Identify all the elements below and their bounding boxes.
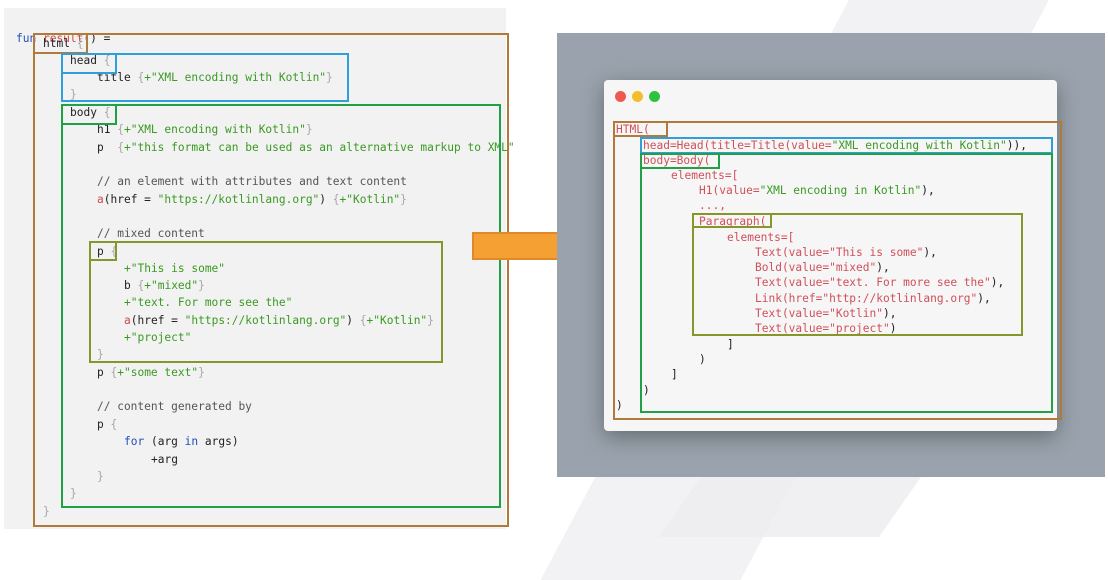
code-bold-mixed: Bold(value="mixed"), xyxy=(755,261,890,274)
code-close-body: ) xyxy=(643,384,650,397)
code-line-title: title {+"XML encoding with Kotlin"} xyxy=(97,71,333,84)
code-line-b: b {+"mixed"} xyxy=(124,279,205,292)
head-box-left xyxy=(61,53,349,102)
code-text-more: Text(value="text. For more see the"), xyxy=(755,276,1005,289)
code-html-call: HTML( xyxy=(616,123,650,136)
html-box-left xyxy=(33,33,509,527)
code-line-a2: a(href = "https://kotlinlang.org") {+"Ko… xyxy=(124,314,434,327)
code-line-mix3: +"project" xyxy=(124,331,192,344)
code-line-html-close: } xyxy=(43,505,50,518)
code-line-h1: h1 {+"XML encoding with Kotlin"} xyxy=(97,123,313,136)
code-close-paragraph: ) xyxy=(699,353,706,366)
window-maximize-dot[interactable] xyxy=(649,91,660,102)
code-line-p2-close: } xyxy=(97,348,104,361)
code-comment-attributes: // an element with attributes and text c… xyxy=(97,175,407,188)
background-stripe-right xyxy=(658,477,922,537)
code-line-html: html { xyxy=(43,37,84,50)
paragraph-box-right xyxy=(692,213,1023,336)
window-minimize-dot[interactable] xyxy=(632,91,643,102)
code-comment-mixed: // mixed content xyxy=(97,227,205,240)
code-paragraph-elements: elements=[ xyxy=(727,231,795,244)
code-paragraph-call: Paragraph( xyxy=(699,215,767,228)
code-text-this-is-some: Text(value="This is some"), xyxy=(755,246,937,259)
code-text-kotlin: Text(value="Kotlin"), xyxy=(755,307,897,320)
code-line-head-close: } xyxy=(70,88,77,101)
code-line-p3: p {+"some text"} xyxy=(97,366,205,379)
code-line-body: body { xyxy=(70,106,111,119)
code-line-p4: p { xyxy=(97,418,118,431)
code-line-p1: p {+"this format can be used as an alter… xyxy=(97,141,515,154)
window-close-dot[interactable] xyxy=(615,91,626,102)
html-label-box-left xyxy=(33,33,88,54)
code-text-project: Text(value="project") xyxy=(755,322,897,335)
body-box-right xyxy=(640,153,1053,413)
code-h1-call: H1(value="XML encoding in Kotlin"), xyxy=(699,184,935,197)
code-line-body-close: } xyxy=(70,487,77,500)
code-line-arg: +arg xyxy=(151,453,178,466)
head-box-right xyxy=(640,137,1053,154)
html-box-right xyxy=(613,121,1062,420)
paragraph-label-box-right xyxy=(692,213,772,228)
code-line-a: a(href = "https://kotlinlang.org") {+"Ko… xyxy=(97,193,407,206)
paragraph-box-left xyxy=(89,241,443,363)
kotlin-code-panel xyxy=(4,8,506,529)
html-label-box-right xyxy=(613,121,668,137)
code-ellipsis: ..., xyxy=(699,199,726,212)
code-line-p2: p { xyxy=(97,245,118,258)
body-label-box-right xyxy=(640,153,720,169)
code-close-html: ) xyxy=(616,399,623,412)
code-line-mix1: +"This is some" xyxy=(124,262,226,275)
body-box-left xyxy=(61,104,501,508)
code-body-call: body=Body( xyxy=(643,154,711,167)
code-link: Link(href="http://kotlinlang.org"), xyxy=(755,292,991,305)
kotlin-code: fun result() = xyxy=(16,18,110,60)
code-head-call: head=Head(title=Title(value="XML encodin… xyxy=(643,139,1027,152)
code-close-bracket-inner: ] xyxy=(727,338,734,351)
code-line-for: for (arg in args) xyxy=(124,435,239,448)
code-comment-generated: // content generated by xyxy=(97,400,252,413)
paragraph-label-box-left xyxy=(89,241,117,261)
head-label-box-left xyxy=(61,53,117,74)
code-close-bracket-outer: ] xyxy=(671,368,678,381)
body-label-box-left xyxy=(61,104,117,125)
code-line-mix2: +"text. For more see the" xyxy=(124,296,293,309)
code-line-head: head { xyxy=(70,54,111,67)
code-line-p4-close: } xyxy=(97,470,104,483)
code-line-fun: fun result() = xyxy=(16,32,111,45)
code-elements-list: elements=[ xyxy=(671,169,739,182)
